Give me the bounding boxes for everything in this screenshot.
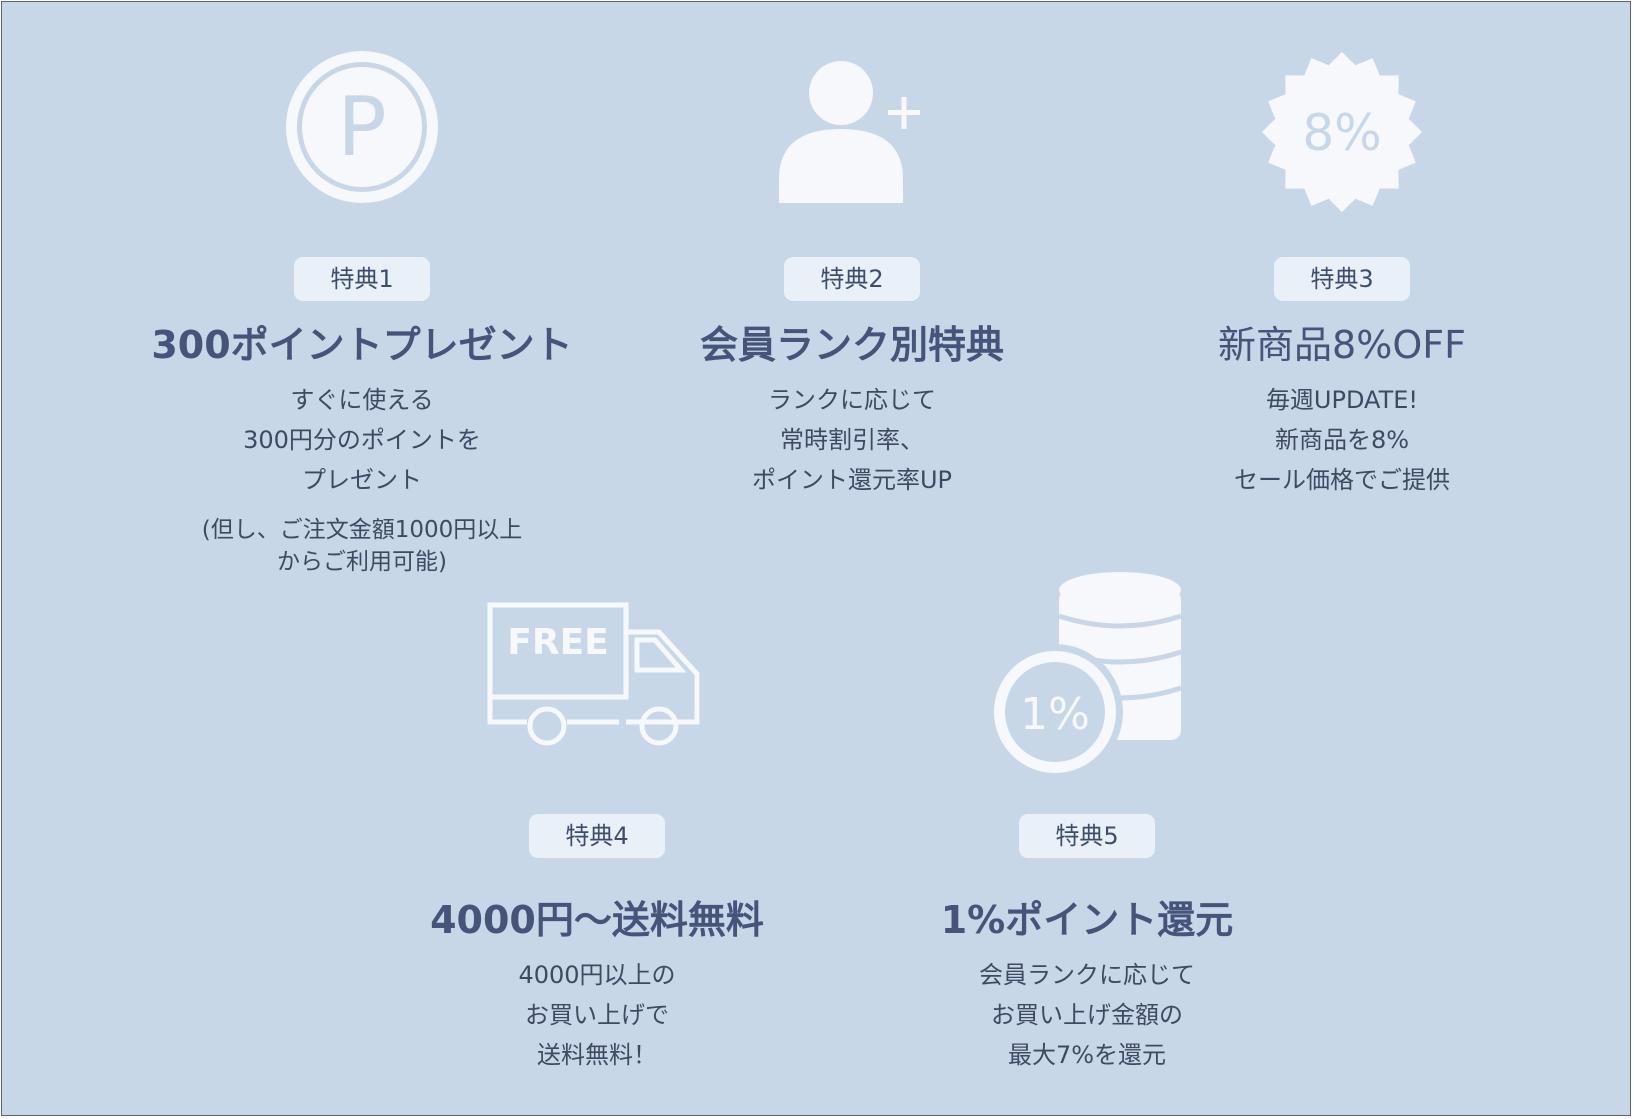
coin-stack-icon: 1% bbox=[987, 570, 1187, 780]
benefit-4: FREE 特典4 4000円～送料無料 4000円以上の お買い上げで 送料無料… bbox=[337, 2, 857, 1102]
svg-text:P: P bbox=[337, 80, 386, 175]
svg-text:8%: 8% bbox=[1302, 104, 1381, 162]
benefit-badge: 特典4 bbox=[529, 814, 665, 858]
benefit-description: すぐに使える 300円分のポイントを プレゼント bbox=[243, 386, 481, 494]
benefit-2: 特典2 会員ランク別特典 ランクに応じて 常時割引率、 ポイント還元率UP bbox=[592, 2, 1112, 602]
benefit-note: (但し、ご注文金額1000円以上 からご利用可能) bbox=[201, 517, 523, 575]
benefit-badge: 特典2 bbox=[784, 257, 920, 301]
benefit-5: 1% 特典5 1%ポイント還元 会員ランクに応じて お買い上げ金額の 最大7%を… bbox=[827, 2, 1347, 1102]
benefit-badge: 特典1 bbox=[294, 257, 430, 301]
benefit-3: 8% 特典3 新商品8%OFF 毎週UPDATE! 新商品を8% セール価格でご… bbox=[1082, 2, 1602, 602]
benefit-title: 4000円～送料無料 bbox=[430, 898, 764, 942]
benefit-description: 4000円以上の お買い上げで 送料無料！ bbox=[518, 961, 676, 1069]
free-shipping-truck-icon: FREE bbox=[487, 602, 707, 752]
benefit-1: P 特典1 300ポイントプレゼント すぐに使える 300円分のポイントを プレ… bbox=[102, 2, 622, 602]
benefit-badge: 特典3 bbox=[1274, 257, 1410, 301]
svg-text:1%: 1% bbox=[1020, 689, 1090, 740]
benefit-title: 会員ランク別特典 bbox=[699, 323, 1004, 367]
benefit-title: 300ポイントプレゼント bbox=[151, 323, 573, 367]
discount-seal-icon: 8% bbox=[1260, 50, 1424, 214]
add-user-icon bbox=[777, 57, 927, 205]
point-p-icon: P bbox=[282, 47, 442, 207]
svg-text:FREE: FREE bbox=[507, 622, 609, 663]
benefit-description: 毎週UPDATE! 新商品を8% セール価格でご提供 bbox=[1234, 386, 1450, 494]
benefit-title: 1%ポイント還元 bbox=[940, 898, 1234, 942]
benefit-title: 新商品8%OFF bbox=[1218, 323, 1466, 367]
benefit-description: ランクに応じて 常時割引率、 ポイント還元率UP bbox=[751, 386, 953, 494]
benefit-badge: 特典5 bbox=[1019, 814, 1155, 858]
benefit-description: 会員ランクに応じて お買い上げ金額の 最大7%を還元 bbox=[979, 961, 1195, 1069]
